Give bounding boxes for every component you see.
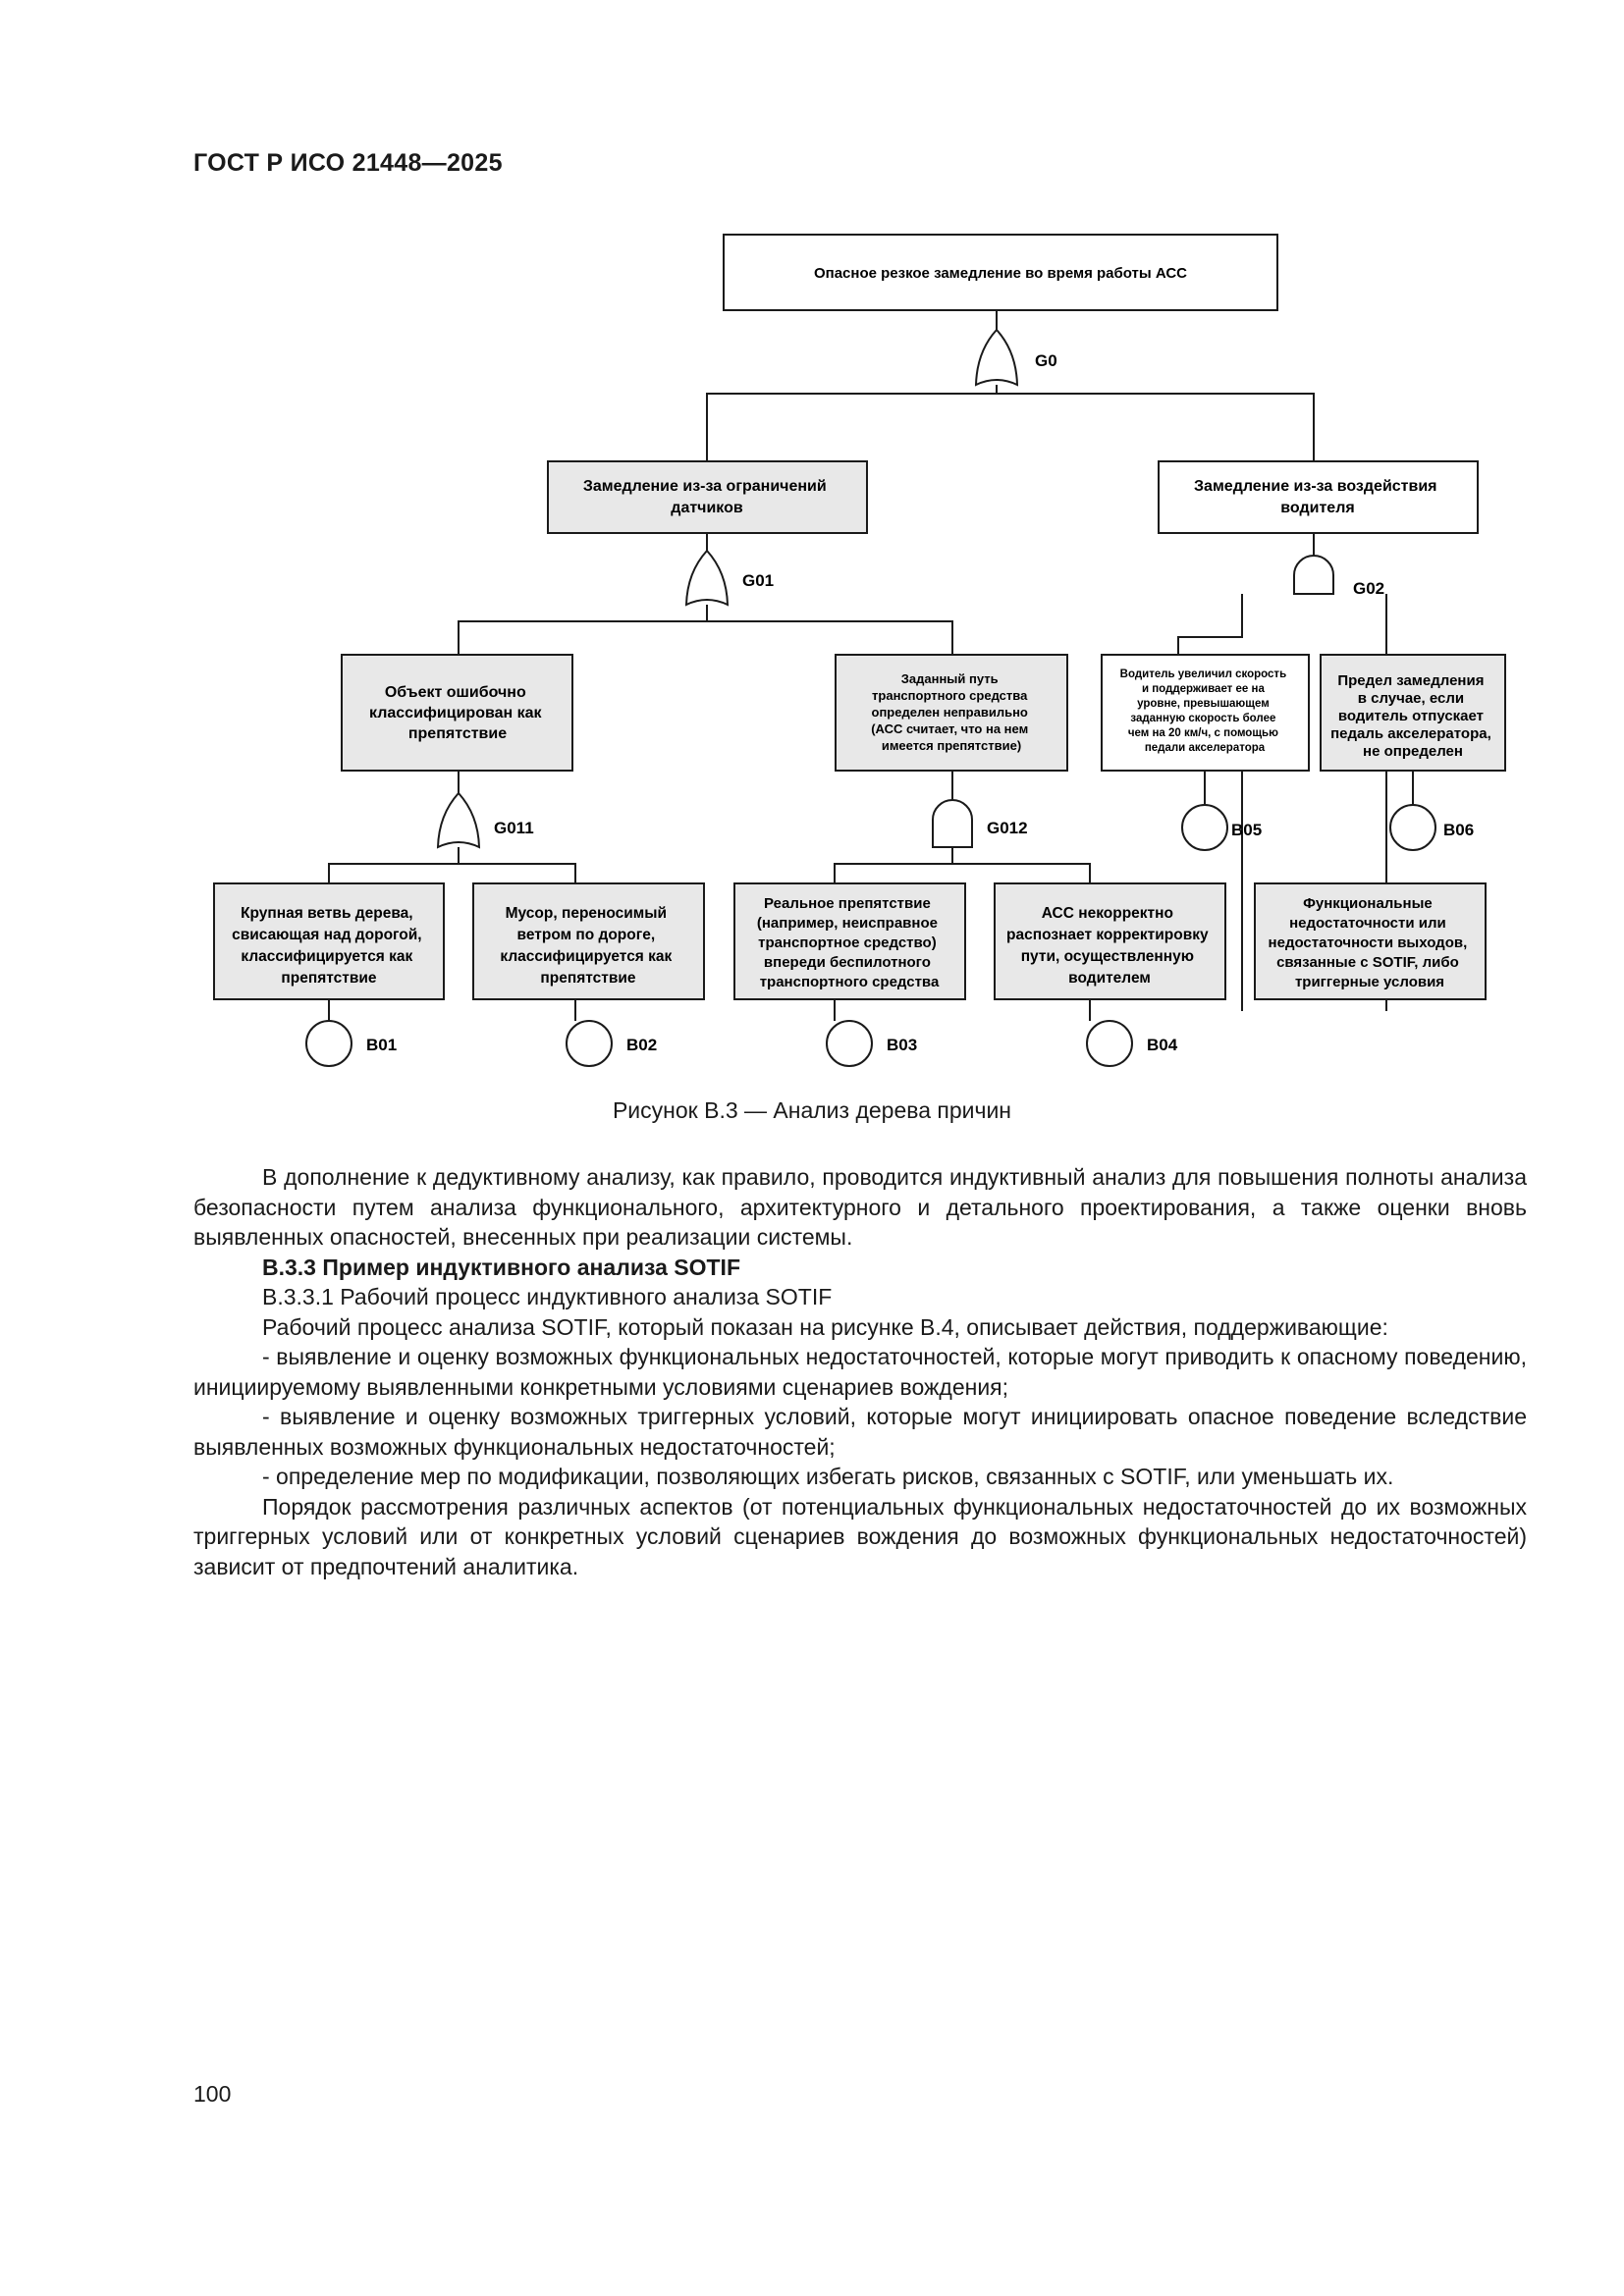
basic-event-label-b02: B02 <box>626 1036 657 1054</box>
paragraph-workflow: Рабочий процесс анализа SOTIF, который п… <box>262 1313 1388 1340</box>
document-header: ГОСТ Р ИСО 21448—2025 <box>193 149 503 177</box>
decel-limit-label: Предел замедления в случае, если водител… <box>1330 672 1495 760</box>
page-number: 100 <box>193 2081 232 2107</box>
legend-insufficiencies-box <box>1254 882 1487 1000</box>
misclassification-box <box>341 654 573 772</box>
driver-accelerate-label: Водитель увеличил скорость и поддерживае… <box>1120 668 1290 754</box>
driver-accelerate-box <box>1101 654 1310 772</box>
basic-event-circle-b03 <box>826 1020 873 1067</box>
basic-event-circle-b02 <box>566 1020 613 1067</box>
bullet-modification-measures: - определение мер по модификации, позвол… <box>262 1464 1394 1489</box>
basic-event-circle-b05 <box>1181 804 1228 851</box>
wrong-path-label: Заданный путь транспортного средства опр… <box>871 671 1032 753</box>
legend-insufficiencies-label: Функциональные недостаточности или недос… <box>1269 895 1472 990</box>
tree-branch-label: Крупная ветвь дерева, свисающая над доро… <box>232 905 426 987</box>
top-event-label: Опасное резкое замедление во время работ… <box>814 265 1187 282</box>
gate-label-g011: G011 <box>494 819 534 837</box>
or-gate-icon <box>684 549 730 607</box>
wrong-path-box <box>835 654 1068 772</box>
gate-label-g012: G012 <box>987 819 1028 837</box>
section-heading: В.3.3 Пример индуктивного анализа SOTIF <box>262 1254 740 1280</box>
bullet-functional-insufficiencies: - выявление и оценку возможных функциона… <box>193 1344 1527 1400</box>
basic-event-label-b05: B05 <box>1231 821 1262 839</box>
and-gate-icon <box>1293 555 1334 595</box>
real-obstacle-box <box>733 882 966 1000</box>
acc-path-correction-label: АСС некорректно распознает корректировку… <box>1006 905 1213 987</box>
driver-action-label: Замедление из-за воздействия водителя <box>1194 478 1441 516</box>
top-event-box <box>723 234 1278 311</box>
driver-action-box <box>1158 460 1479 534</box>
misclassification-label: Объект ошибочно классифицирован как преп… <box>369 684 546 742</box>
sensor-limitation-box <box>547 460 868 534</box>
subsection-heading: В.3.3.1 Рабочий процесс индуктивного ана… <box>262 1284 833 1309</box>
basic-event-label-b06: B06 <box>1443 821 1474 839</box>
decel-limit-box <box>1320 654 1506 772</box>
and-gate-icon <box>932 799 973 848</box>
basic-event-label-b01: B01 <box>366 1036 397 1054</box>
gate-label-g02: G02 <box>1353 579 1384 598</box>
paragraph-order: Порядок рассмотрения различных аспектов … <box>193 1493 1527 1579</box>
gate-label-g01: G01 <box>742 571 774 590</box>
debris-box <box>472 882 705 1000</box>
basic-event-circle-b04 <box>1086 1020 1133 1067</box>
sensor-limitation-label: Замедление из-за ограничений датчиков <box>583 478 831 516</box>
or-gate-icon <box>436 791 481 849</box>
basic-event-label-b04: B04 <box>1147 1036 1178 1054</box>
tree-branch-box <box>213 882 445 1000</box>
fault-tree-diagram: Опасное резкое замедление во время работ… <box>213 234 1506 1067</box>
basic-event-circle-b01 <box>305 1020 352 1067</box>
or-gate-icon <box>974 328 1019 387</box>
basic-event-circle-b06 <box>1389 804 1436 851</box>
acc-path-correction-box <box>994 882 1226 1000</box>
basic-event-label-b03: B03 <box>887 1036 917 1054</box>
paragraph-inductive-analysis: В дополнение к дедуктивному анализу, как… <box>193 1164 1527 1250</box>
figure-caption: Рисунок В.3 — Анализ дерева причин <box>612 1097 1012 1123</box>
bullet-triggering-conditions: - выявление и оценку возможных триггерны… <box>193 1404 1527 1460</box>
real-obstacle-label: Реальное препятствие (например, неисправ… <box>757 895 942 990</box>
body-text: В дополнение к дедуктивному анализу, как… <box>193 1162 1527 1581</box>
debris-label: Мусор, переносимый ветром по дороге, кла… <box>500 905 676 987</box>
gate-label-g0: G0 <box>1035 351 1057 370</box>
